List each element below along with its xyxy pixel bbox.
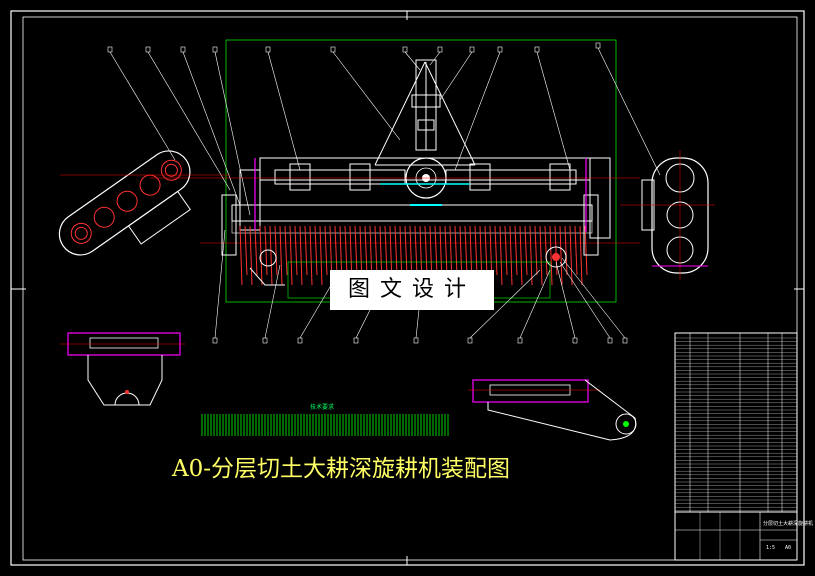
technical-note-label: 技术要求 [310, 404, 335, 411]
tensioner-view [468, 379, 637, 441]
base-plan-view [60, 332, 185, 406]
title-block-scale: 1:5 [766, 545, 776, 551]
title-block-sheet: A0 [785, 545, 792, 551]
drawing-title: A0-分层切土大耕深旋耕机装配图 [172, 456, 511, 482]
right-side-view [620, 150, 715, 280]
watermark-label: 图文设计 [330, 270, 494, 310]
parts-list-table [674, 332, 798, 561]
leader-lines [107, 42, 661, 344]
left-side-view [58, 150, 191, 256]
title-block-name: 分层切土大耕深旋耕机 [763, 521, 814, 527]
technical-note-block [201, 414, 449, 436]
front-assembly-view [150, 59, 640, 299]
centering-marks [11, 11, 804, 565]
